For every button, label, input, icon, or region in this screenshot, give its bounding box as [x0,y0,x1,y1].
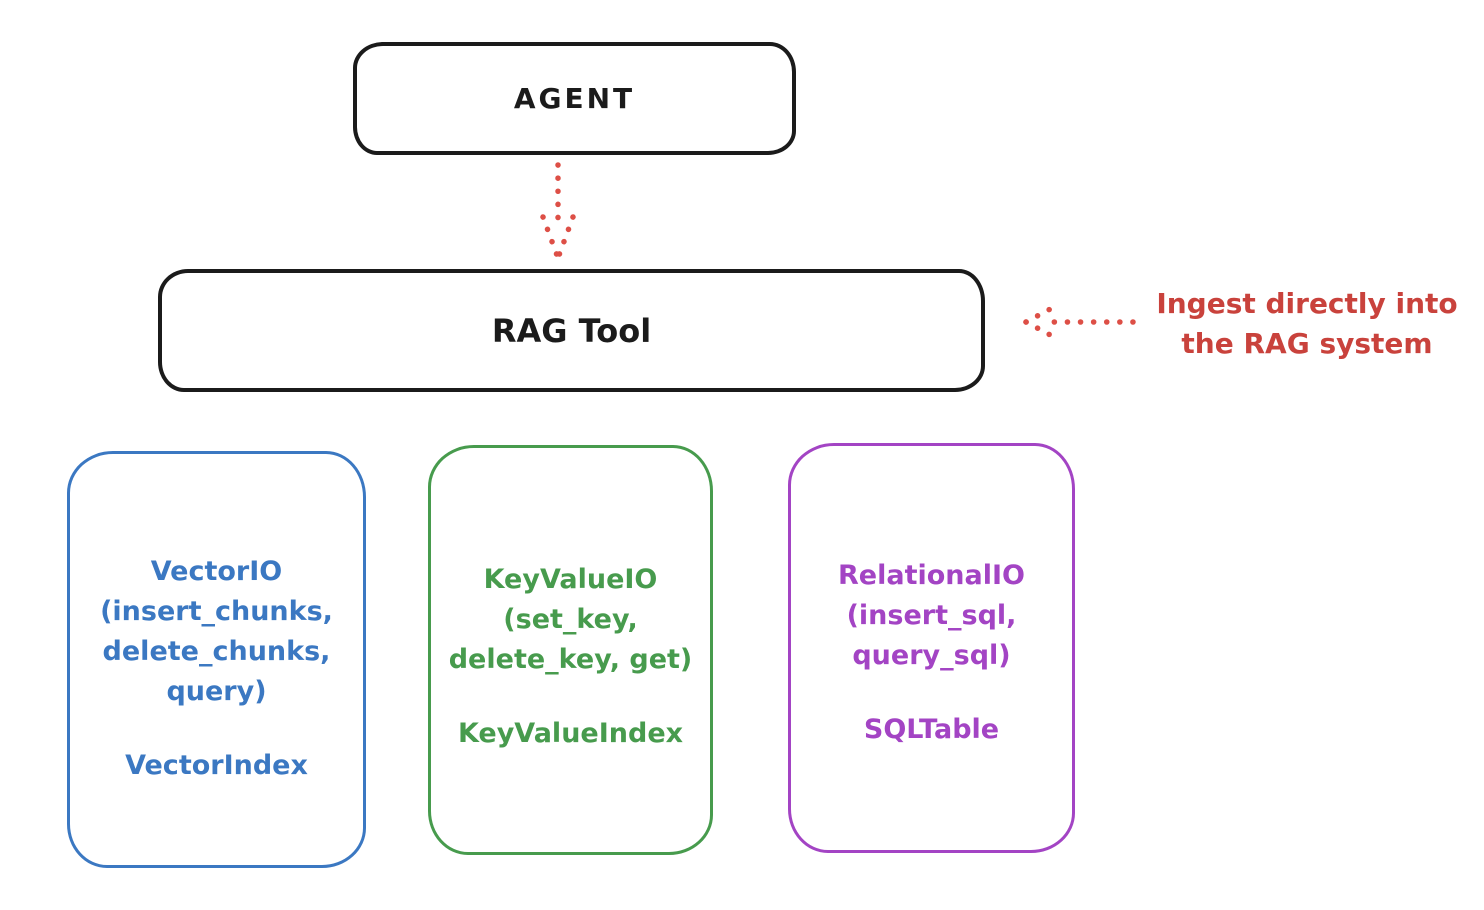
vector-io-method-line: query) [166,676,267,707]
vector-io-method-line: delete_chunks, [102,636,331,667]
relational-io-title: RelationalIO [838,560,1025,591]
keyvalue-io-method-line: delete_key, get) [448,644,693,675]
keyvalue-io-box: KeyValueIO (set_key, delete_key, get) Ke… [428,445,713,855]
rag-tool-label: RAG Tool [491,311,652,350]
annotation-to-ragtool-arrow-icon [1023,304,1136,340]
relational-io-method-line: (insert_sql, [846,600,1017,631]
keyvalue-io-method-line: (set_key, [503,604,638,635]
vector-io-box: VectorIO (insert_chunks, delete_chunks, … [67,451,366,868]
relational-io-box: RelationalIO (insert_sql, query_sql) SQL… [788,443,1075,853]
rag-tool-box: RAG Tool [158,269,985,392]
ingest-annotation: Ingest directly into the RAG system [1130,284,1484,364]
sql-table-label: SQLTable [863,714,1000,745]
agent-box: AGENT [353,42,796,155]
agent-label: AGENT [513,82,636,115]
vector-io-method-line: (insert_chunks, [100,596,333,627]
agent-to-ragtool-arrow-icon [540,162,576,261]
keyvalue-io-title: KeyValueIO [483,564,658,595]
ingest-annotation-line2: the RAG system [1181,327,1433,360]
keyvalue-index-label: KeyValueIndex [457,718,684,749]
vector-io-title: VectorIO [150,556,283,587]
vector-index-label: VectorIndex [125,750,308,781]
ingest-annotation-line1: Ingest directly into [1156,287,1458,320]
relational-io-method-line: query_sql) [852,640,1011,671]
